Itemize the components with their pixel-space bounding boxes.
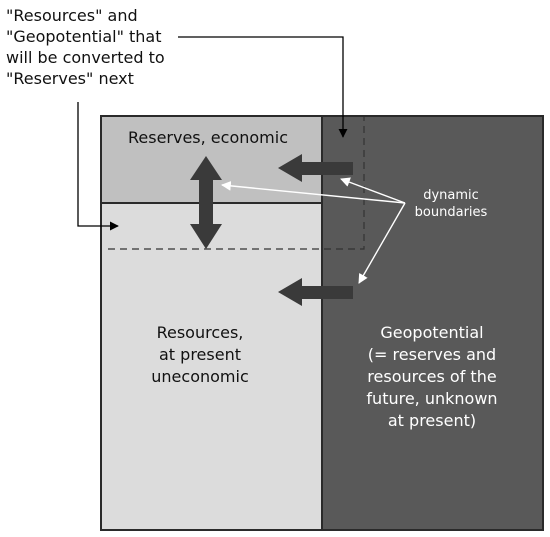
resources-label-line-2: at present [159, 345, 241, 364]
leader-line-left [77, 102, 119, 231]
reserves-box [100, 115, 323, 204]
dynamic-boundaries-annotation: dynamic boundaries [415, 188, 488, 220]
annotation-line-1: dynamic [423, 188, 479, 203]
dynamic-boundary-pointers [221, 177, 406, 284]
geopotential-label: Geopotential (= reserves and resources o… [366, 323, 497, 430]
caption-line-3: will be converted to [6, 48, 165, 67]
vertical-double-arrow [190, 156, 222, 249]
resources-box [100, 202, 323, 531]
caption: "Resources" and "Geopotential" that will… [6, 6, 165, 88]
geopotential-label-line-1: Geopotential [380, 323, 483, 342]
future-boundary-dashed [108, 117, 365, 250]
resources-label: Resources, at present uneconomic [151, 323, 248, 386]
resources-label-line-3: uneconomic [151, 367, 248, 386]
caption-line-2: "Geopotential" that [6, 27, 162, 46]
caption-line-4: "Reserves" next [6, 69, 134, 88]
left-arrow-lower [278, 278, 353, 306]
left-arrow-upper [278, 154, 353, 182]
annotation-line-2: boundaries [415, 205, 488, 220]
geopotential-label-line-3: resources of the [367, 367, 496, 386]
caption-line-1: "Resources" and [6, 6, 138, 25]
resources-label-line-1: Resources, [157, 323, 244, 342]
geopotential-label-line-2: (= reserves and [368, 345, 496, 364]
geopotential-label-line-5: at present) [388, 411, 476, 430]
reserves-label: Reserves, economic [128, 128, 288, 147]
geopotential-label-line-4: future, unknown [366, 389, 497, 408]
leader-line-top [178, 36, 348, 138]
